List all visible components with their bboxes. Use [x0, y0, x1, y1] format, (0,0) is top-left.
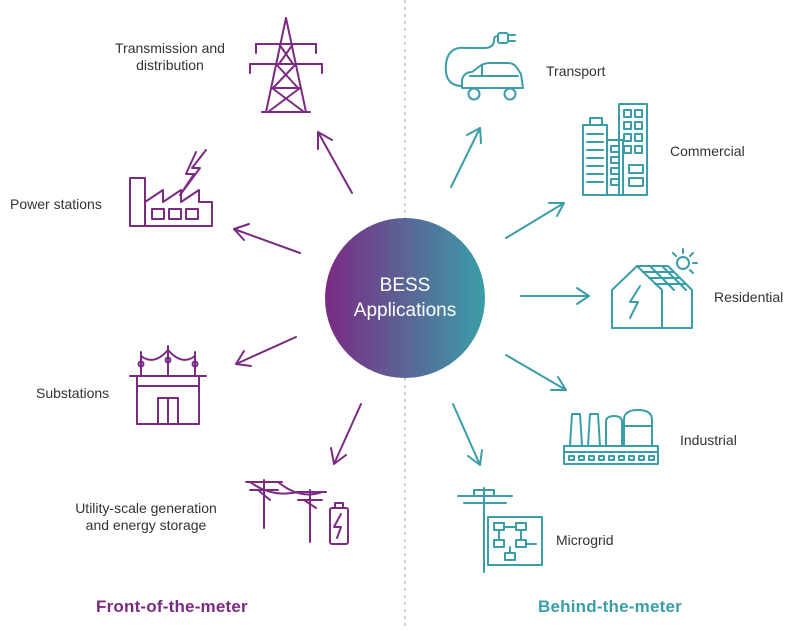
industrial-plant-icon	[563, 409, 659, 465]
label-transmission-line1: Transmission and	[115, 40, 225, 56]
label-industrial: Industrial	[680, 432, 737, 448]
solar-house-icon	[611, 248, 698, 329]
behind-the-meter-heading: Behind-the-meter	[538, 597, 682, 616]
factory-icon	[129, 149, 213, 227]
arrow-power-stations	[233, 223, 301, 254]
arrow-residential	[520, 287, 590, 305]
label-utility-scale-line2: and energy storage	[85, 517, 207, 533]
center-label-line2: Applications	[353, 300, 457, 321]
arrow-commercial	[505, 202, 565, 239]
label-utility-scale: Utility-scale generation and energy stor…	[58, 500, 234, 534]
center-label: BESS Applications	[325, 218, 485, 378]
utility-storage-icon	[245, 479, 349, 545]
buildings-icon	[582, 103, 648, 196]
arrow-transmission	[317, 131, 353, 194]
center-label-line1: BESS	[379, 275, 431, 296]
label-substations: Substations	[36, 385, 110, 401]
label-transport: Transport	[546, 63, 606, 79]
arrow-substations	[235, 336, 297, 367]
arrow-microgrid	[452, 403, 483, 466]
front-of-the-meter-heading: Front-of-the-meter	[96, 597, 248, 616]
arrow-utility-scale	[330, 403, 362, 465]
label-microgrid: Microgrid	[556, 532, 614, 548]
electric-car-icon	[444, 32, 524, 101]
substation-icon	[129, 345, 207, 425]
transmission-tower-icon	[249, 17, 323, 113]
label-commercial: Commercial	[670, 143, 745, 159]
arrow-transport	[450, 127, 482, 188]
center-circle	[325, 218, 485, 378]
microgrid-icon	[457, 487, 543, 573]
label-residential: Residential	[714, 289, 784, 305]
arrow-industrial	[505, 354, 567, 391]
label-power-stations: Power stations	[10, 196, 102, 212]
label-transmission-line2: distribution	[136, 57, 204, 73]
label-utility-scale-line1: Utility-scale generation	[75, 500, 217, 516]
label-transmission: Transmission and distribution	[104, 40, 236, 74]
